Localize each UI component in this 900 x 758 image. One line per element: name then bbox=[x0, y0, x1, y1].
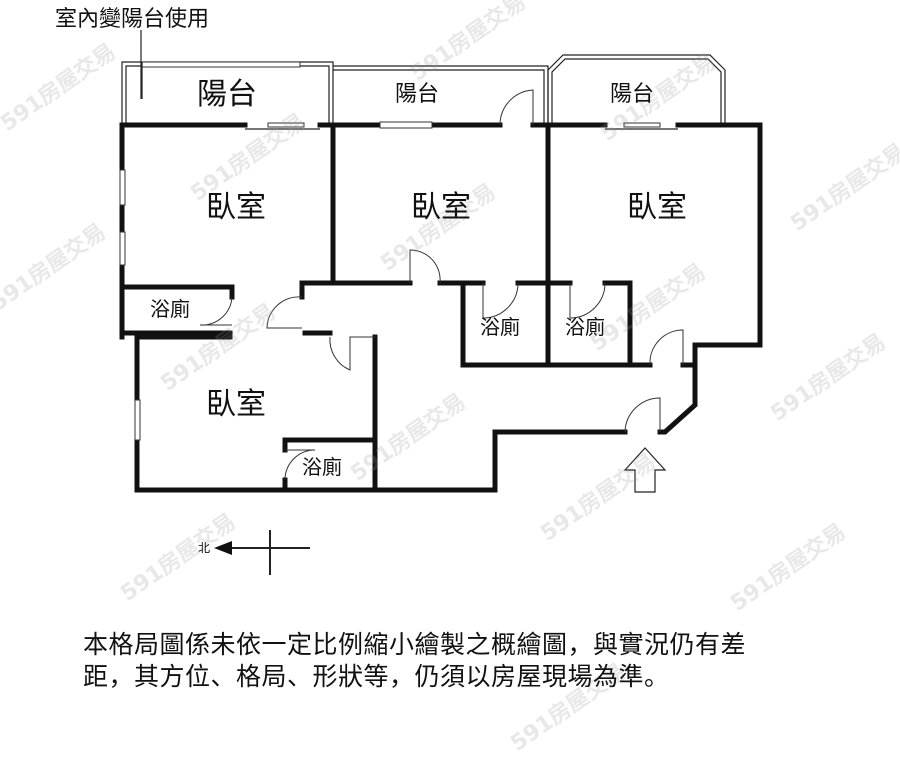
room-label-bedroom: 臥室 bbox=[627, 190, 687, 225]
room-label-bathroom: 浴廁 bbox=[302, 455, 342, 479]
balcony-outlines bbox=[121, 54, 726, 125]
room-label-balcony: 陽台 bbox=[395, 82, 440, 107]
room-label-bathroom: 浴廁 bbox=[565, 315, 605, 339]
room-label-bedroom: 臥室 bbox=[411, 190, 471, 225]
north-arrow-icon bbox=[214, 530, 310, 575]
doors bbox=[199, 89, 684, 481]
disclaimer-line-1: 本格局圖係未依一定比例縮小繪製之概繪圖，與實況仍有差 bbox=[83, 630, 747, 659]
windows bbox=[119, 121, 678, 441]
room-label-bedroom: 臥室 bbox=[206, 190, 266, 225]
room-label-bedroom: 臥室 bbox=[206, 387, 266, 422]
annotation-text: 室內變陽台使用 bbox=[55, 7, 210, 32]
room-label-balcony: 陽台 bbox=[610, 82, 655, 107]
room-label-balcony: 陽台 bbox=[197, 77, 257, 112]
disclaimer-line-2: 距，其方位、格局、形狀等，仍須以房屋現場為準。 bbox=[83, 662, 670, 691]
room-label-bathroom: 浴廁 bbox=[480, 315, 520, 339]
compass-label: 北 bbox=[198, 541, 211, 555]
floor-plan bbox=[119, 30, 763, 575]
entrance-arrow-icon bbox=[623, 447, 667, 493]
room-label-bathroom: 浴廁 bbox=[150, 297, 190, 321]
